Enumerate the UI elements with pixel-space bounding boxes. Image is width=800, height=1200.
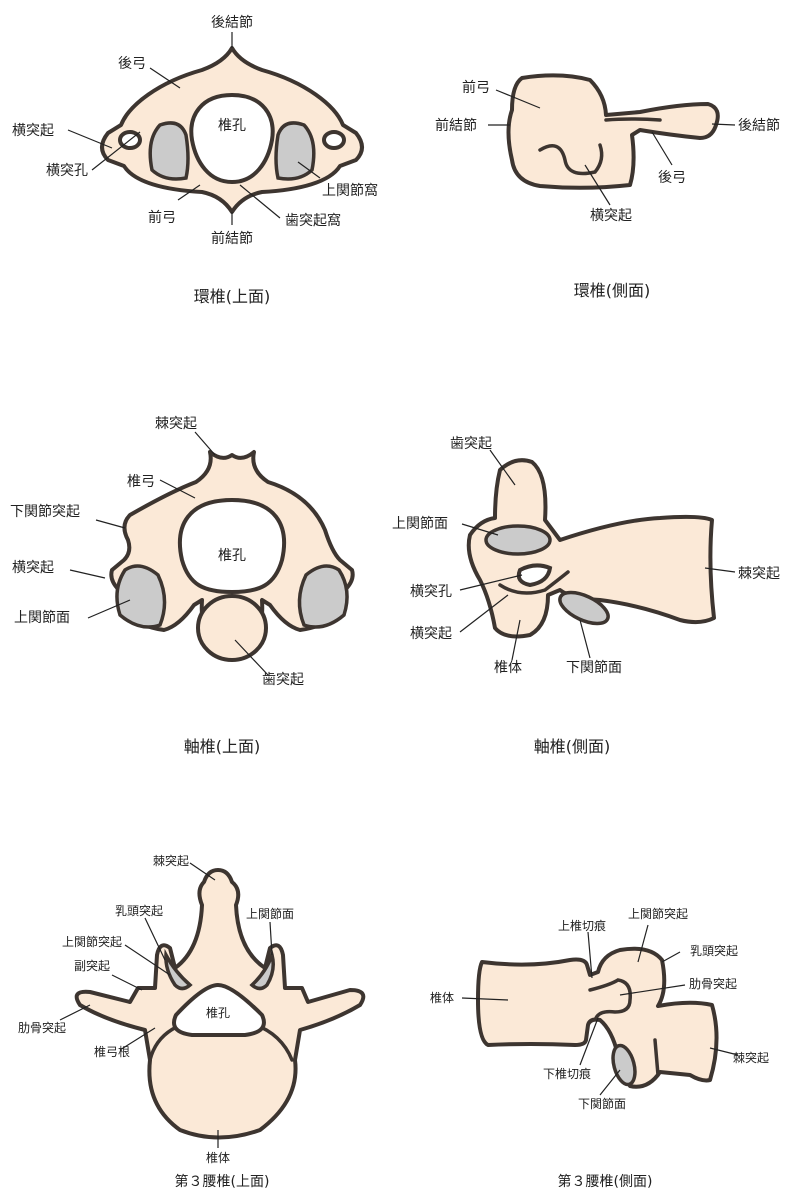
label-posterior-arch: 後弓: [118, 56, 146, 72]
caption-atlas-side: 環椎(側面): [574, 281, 651, 300]
label-vertebral-foramen-axis: 椎孔: [218, 548, 246, 564]
label-superior-articular-fossa: 上関節窩: [322, 182, 378, 199]
caption-atlas-top: 環椎(上面): [194, 287, 271, 306]
label-costal-process: 肋骨突起: [18, 1020, 66, 1035]
label-dens-fossa: 歯突起窩: [285, 212, 341, 229]
axis-facet-right: [297, 564, 349, 629]
axis-dens-top: [196, 594, 268, 662]
label-transverse-process-axis: 横突起: [12, 560, 54, 576]
label-anterior-tubercle-side: 前結節: [435, 117, 477, 134]
axis-facet-left: [115, 564, 167, 629]
label-posterior-arch-side: 後弓: [658, 170, 686, 186]
axis-vertebral-foramen: [177, 497, 287, 595]
label-inferior-vertebral-notch: 下椎切痕: [543, 1066, 591, 1081]
atlas-transverse-foramen-right: [322, 130, 346, 150]
caption-lumbar-side: 第３腰椎(側面): [558, 1173, 653, 1190]
axis-top-view: 棘突起 椎弓 下関節突起 椎孔 横突起 上関節面 歯突起 軸椎(上面): [10, 416, 355, 756]
lumbar-facet-left: [164, 948, 193, 991]
label-inferior-articular-process: 下関節突起: [10, 503, 80, 520]
label-superior-articular-process-side: 上関節突起: [628, 906, 688, 921]
label-mammillary-process-side: 乳頭突起: [690, 943, 738, 958]
label-pedicle: 椎弓根: [94, 1044, 130, 1059]
label-vertebral-body-axis: 椎体: [494, 660, 522, 676]
label-posterior-tubercle: 後結節: [211, 14, 253, 31]
label-spinous-process-lumbar-side: 棘突起: [733, 1050, 769, 1065]
lumbar-side-inferior-facet: [611, 1043, 637, 1087]
label-vertebral-foramen-lumbar: 椎孔: [206, 1005, 230, 1020]
label-anterior-tubercle: 前結節: [211, 230, 253, 247]
label-costal-process-side: 肋骨突起: [689, 976, 737, 991]
label-vertebral-foramen: 椎孔: [218, 118, 246, 134]
label-inferior-articular-surface: 下関節面: [566, 659, 622, 676]
label-transverse-foramen-side: 横突孔: [410, 584, 452, 600]
atlas-facet-left: [148, 121, 190, 181]
atlas-top-view: 後結節 後弓 横突起 椎孔 横突孔 上関節窩 前弓 歯突起窩 前結節 環椎(上面…: [12, 14, 378, 306]
label-anterior-arch-side: 前弓: [462, 79, 490, 96]
lumbar-facet-right: [249, 949, 275, 991]
label-superior-vertebral-notch: 上椎切痕: [558, 918, 606, 933]
caption-lumbar-top: 第３腰椎(上面): [175, 1173, 270, 1190]
label-transverse-process: 横突起: [12, 123, 54, 139]
label-superior-articular-surface: 上関節面: [14, 609, 70, 626]
atlas-side-shape: [506, 73, 720, 190]
label-superior-articular-surface-lumbar: 上関節面: [246, 906, 294, 921]
atlas-side-view: 前弓 前結節 後結節 後弓 横突起 環椎(側面): [435, 73, 780, 300]
label-transverse-process-axis-side: 横突起: [410, 626, 452, 642]
atlas-facet-right: [274, 121, 316, 181]
axis-side-superior-facet: [484, 524, 552, 556]
lumbar-top-view: 棘突起 乳頭突起 上関節面 上関節突起 副突起 肋骨突起 椎孔 椎弓根 椎体 第…: [18, 853, 366, 1190]
label-accessory-process: 副突起: [74, 958, 110, 973]
axis-side-inferior-facet: [558, 590, 610, 626]
axis-side-view: 歯突起 上関節面 棘突起 横突孔 横突起 椎体 下関節面 軸椎(側面): [392, 436, 780, 756]
axis-side-transverse-foramen: [516, 563, 553, 588]
label-spinous-process-side: 棘突起: [738, 566, 780, 582]
label-spinous-process-lumbar: 棘突起: [153, 853, 189, 868]
atlas-vertebral-foramen: [189, 92, 275, 185]
lumbar-vertebral-foramen: [172, 982, 266, 1037]
label-vertebral-body-lumbar: 椎体: [206, 1150, 230, 1165]
label-superior-articular-surface-side: 上関節面: [392, 515, 448, 532]
caption-axis-side: 軸椎(側面): [534, 737, 611, 756]
label-vertebral-body-lumbar-side: 椎体: [430, 990, 454, 1005]
label-posterior-tubercle-side: 後結節: [738, 117, 780, 134]
label-mammillary-process: 乳頭突起: [115, 903, 163, 918]
label-transverse-foramen: 横突孔: [46, 163, 88, 179]
label-dens: 歯突起: [262, 672, 304, 688]
label-inferior-articular-surface-lumbar: 下関節面: [578, 1096, 626, 1111]
label-superior-articular-process-lumbar: 上関節突起: [62, 934, 122, 949]
caption-axis-top: 軸椎(上面): [184, 737, 261, 756]
label-dens-side: 歯突起: [450, 436, 492, 452]
label-spinous-process: 棘突起: [155, 416, 197, 432]
lumbar-side-view: 上椎切痕 上関節突起 乳頭突起 肋骨突起 椎体 棘突起 下椎切痕 下関節面 第３…: [430, 906, 769, 1190]
label-transverse-process-side: 横突起: [590, 208, 632, 224]
label-anterior-arch: 前弓: [148, 209, 176, 226]
label-vertebral-arch: 椎弓: [127, 474, 155, 490]
